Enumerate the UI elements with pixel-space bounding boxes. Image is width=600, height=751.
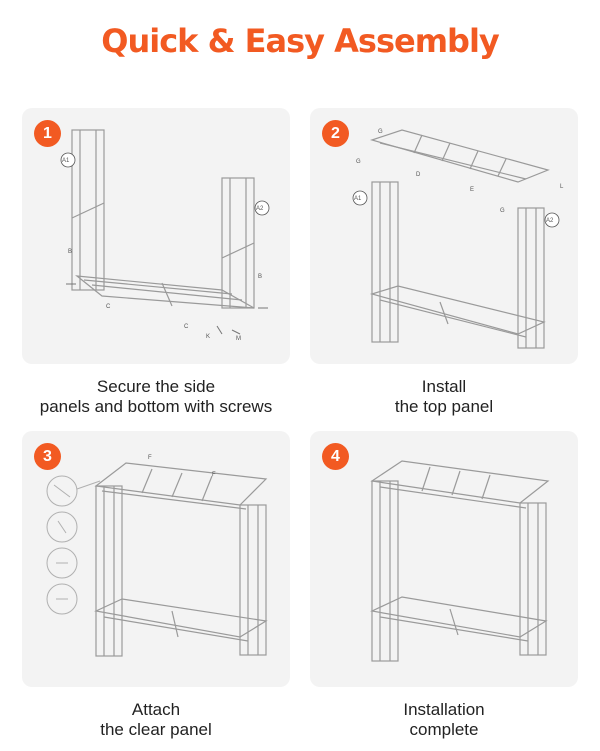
caption-line: Secure the side (96, 377, 216, 396)
step-1-illustration: A1 A2 B B C C K M (60, 129, 270, 342)
step-number-badge: 3 (34, 443, 61, 470)
part-label-a2: A2 (546, 218, 554, 224)
step-1-caption: Secure the side panels and bottom with s… (22, 377, 290, 417)
page-title: Quick & Easy Assembly (101, 22, 500, 60)
step-3-caption: Attach the clear panel (22, 700, 290, 740)
part-label-d: D (416, 172, 421, 178)
part-label-a1: A1 (354, 196, 362, 202)
step-3-panel: F F 3 (22, 431, 290, 687)
part-label-b-right: B (258, 274, 262, 280)
step-number-badge: 1 (34, 120, 61, 147)
part-label-g-1: G (378, 129, 383, 135)
caption-line: the clear panel (100, 720, 212, 739)
caption-line: the top panel (394, 397, 494, 416)
caption-line: Install (421, 377, 467, 396)
part-label-c-2: C (184, 324, 189, 330)
step-2-illustration: G G G D E L A1 A2 (352, 129, 564, 349)
step-3-illustration: F F (46, 455, 268, 657)
step-4-illustration (370, 460, 550, 662)
part-label-m: M (236, 336, 241, 342)
caption-line: Attach (131, 700, 181, 719)
caption-line: complete (409, 720, 479, 739)
part-label-f-2: F (212, 472, 216, 478)
part-label-f-1: F (148, 455, 152, 461)
part-label-b-left: B (68, 249, 72, 255)
step-2-panel: G G G D E L A1 A2 2 (310, 108, 578, 364)
part-label-e: E (470, 187, 474, 193)
step-4-caption: Installation complete (310, 700, 578, 740)
part-label-a2: A2 (256, 206, 264, 212)
part-label-c-1: C (106, 304, 111, 310)
step-2-caption: Install the top panel (310, 377, 578, 417)
step-4-panel: 4 (310, 431, 578, 687)
step-1-panel: A1 A2 B B C C K M 1 (22, 108, 290, 364)
part-label-a1: A1 (62, 158, 70, 164)
part-label-l: L (560, 184, 564, 190)
part-label-g-2: G (356, 159, 361, 165)
caption-line: Installation (403, 700, 485, 719)
step-number-badge: 2 (322, 120, 349, 147)
part-label-g-3: G (500, 208, 505, 214)
step-number-badge: 4 (322, 443, 349, 470)
caption-line: panels and bottom with screws (39, 397, 273, 416)
part-label-k: K (206, 334, 210, 340)
